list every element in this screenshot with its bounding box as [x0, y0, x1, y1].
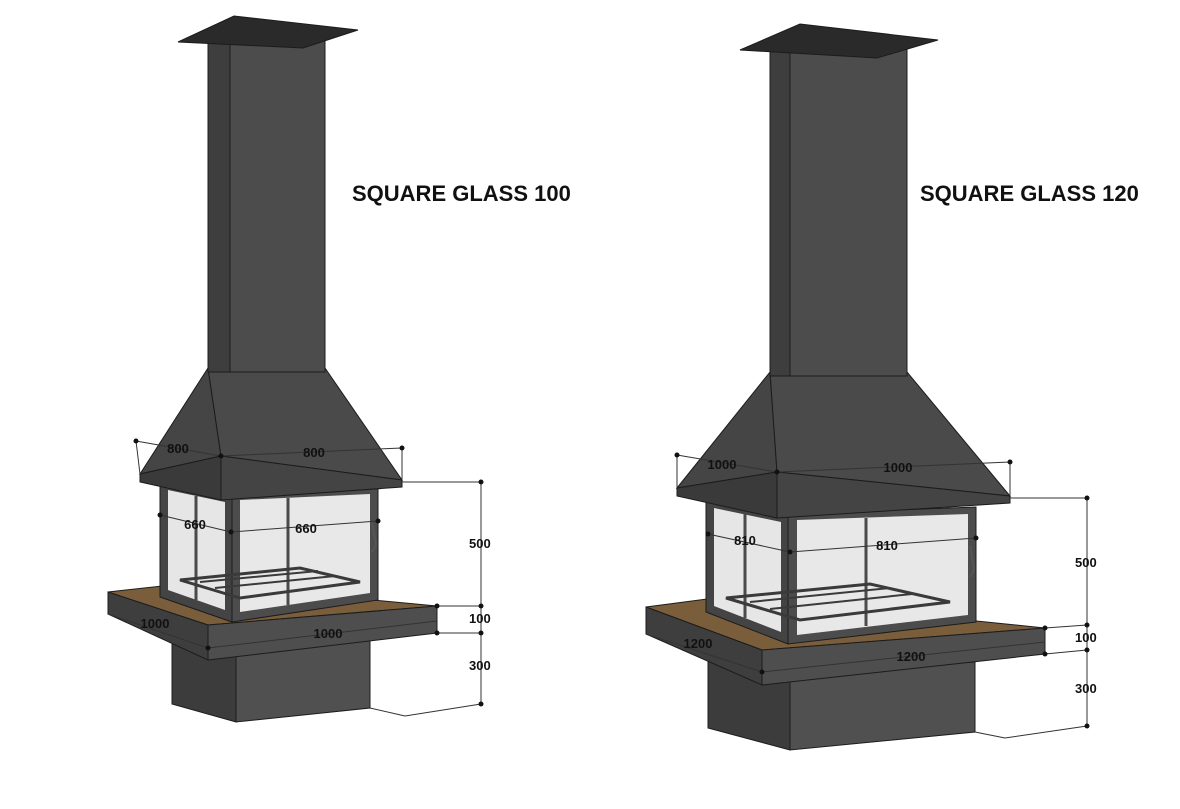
model-title-120: SQUARE GLASS 120 [920, 181, 1139, 206]
dim-glass-left: 810 [734, 533, 756, 548]
dim-slab-depth: 1200 [684, 636, 713, 651]
dim-height-slab: 100 [1075, 630, 1097, 645]
chimney-cap [177, 15, 359, 49]
dim-glass-left: 660 [184, 517, 206, 532]
dim-hood-depth: 1000 [708, 457, 737, 472]
dim-height-base: 300 [469, 658, 491, 673]
fireplace-model-100 [107, 15, 438, 723]
dim-height-slab: 100 [469, 611, 491, 626]
dim-height-firebox: 500 [469, 536, 491, 551]
chimney-cap [739, 23, 939, 59]
dimensions-model-120: 1000 1000 810 810 500 100 300 1200 1200 [645, 452, 1097, 739]
dim-hood-width: 800 [303, 445, 325, 460]
firebox [705, 499, 977, 645]
chimney [739, 23, 939, 377]
dim-hood-width: 1000 [884, 460, 913, 475]
firebox [159, 481, 379, 623]
dim-height-base: 300 [1075, 681, 1097, 696]
dim-glass-front: 810 [876, 538, 898, 553]
model-title-100: SQUARE GLASS 100 [352, 181, 571, 206]
dim-glass-front: 660 [295, 521, 317, 536]
dim-slab-width: 1000 [314, 626, 343, 641]
chimney [177, 15, 359, 373]
dim-hood-depth: 800 [167, 441, 189, 456]
dimensions-model-100: 800 800 660 660 500 100 300 1000 1000 [107, 438, 491, 717]
hood [675, 370, 1012, 519]
dim-slab-depth: 1000 [141, 616, 170, 631]
fireplace-model-120 [645, 23, 1046, 751]
dim-slab-width: 1200 [897, 649, 926, 664]
dim-height-firebox: 500 [1075, 555, 1097, 570]
hood [138, 366, 404, 501]
